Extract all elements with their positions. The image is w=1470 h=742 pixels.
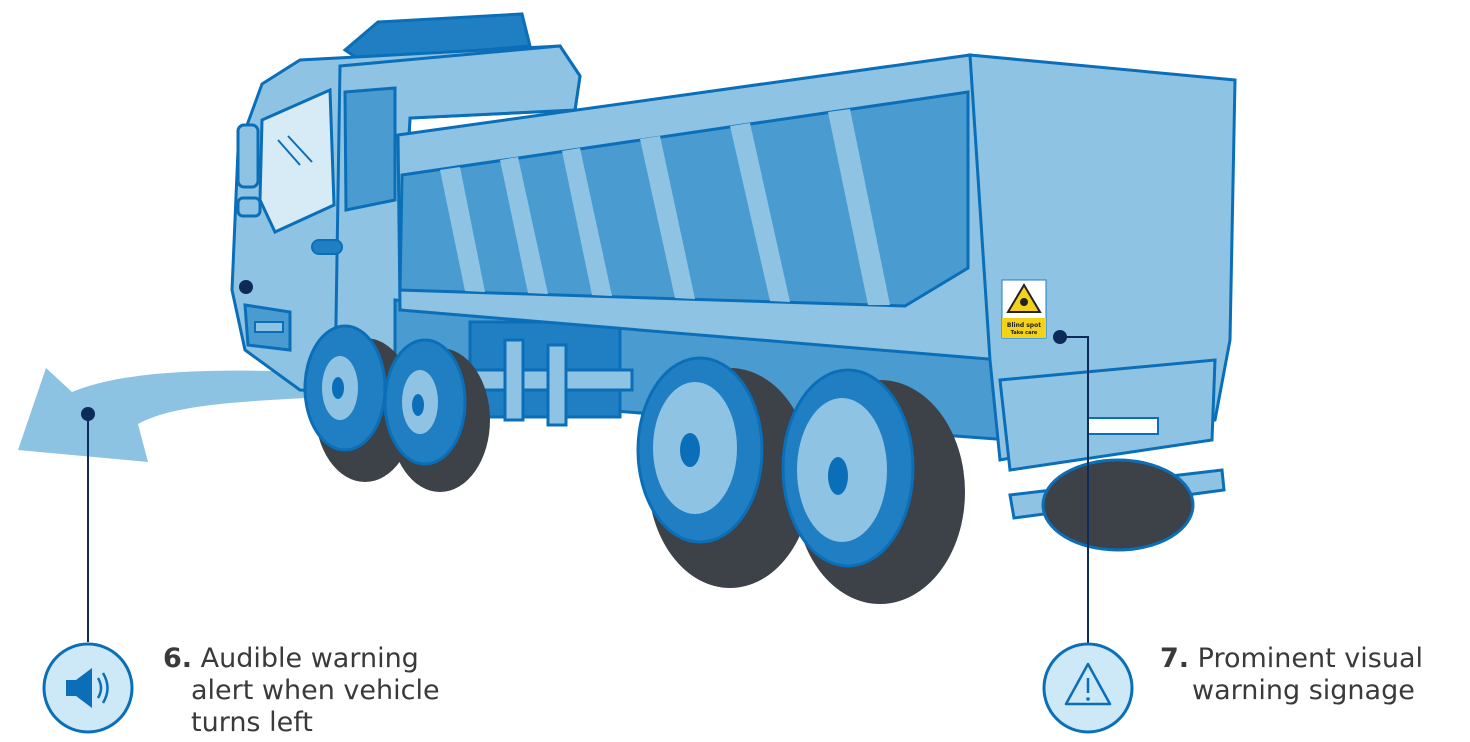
- callout-7-number: 7.: [1160, 643, 1189, 674]
- sign-line-1: Blind spot: [1007, 322, 1041, 329]
- callout-7-line-1: Prominent visual: [1198, 643, 1423, 674]
- rear-number-plate: [1088, 418, 1158, 434]
- speaker-icon: [44, 644, 132, 732]
- cab-side-window: [345, 88, 395, 210]
- callout-7-label: 7. Prominent visual warning signage: [1160, 643, 1423, 707]
- callout-6-label: 6. Audible warning alert when vehicle tu…: [163, 643, 440, 739]
- callout-7-line-2: warning signage: [1160, 675, 1423, 707]
- warning-triangle-icon: [1044, 644, 1132, 732]
- leader-dot-cab: [239, 280, 253, 294]
- left-turn-arrow: [18, 368, 305, 462]
- blind-spot-sign: Blind spot Take care: [1002, 280, 1046, 338]
- callout-6-line-1: Audible warning: [201, 643, 419, 674]
- callout-6-line-2: alert when vehicle: [163, 675, 440, 707]
- side-mirror: [238, 125, 258, 187]
- callout-6-number: 6.: [163, 643, 192, 674]
- sign-line-2: Take care: [1011, 330, 1038, 336]
- callout-6-line-3: turns left: [163, 707, 440, 739]
- rear-axle-wheels: [1043, 460, 1193, 550]
